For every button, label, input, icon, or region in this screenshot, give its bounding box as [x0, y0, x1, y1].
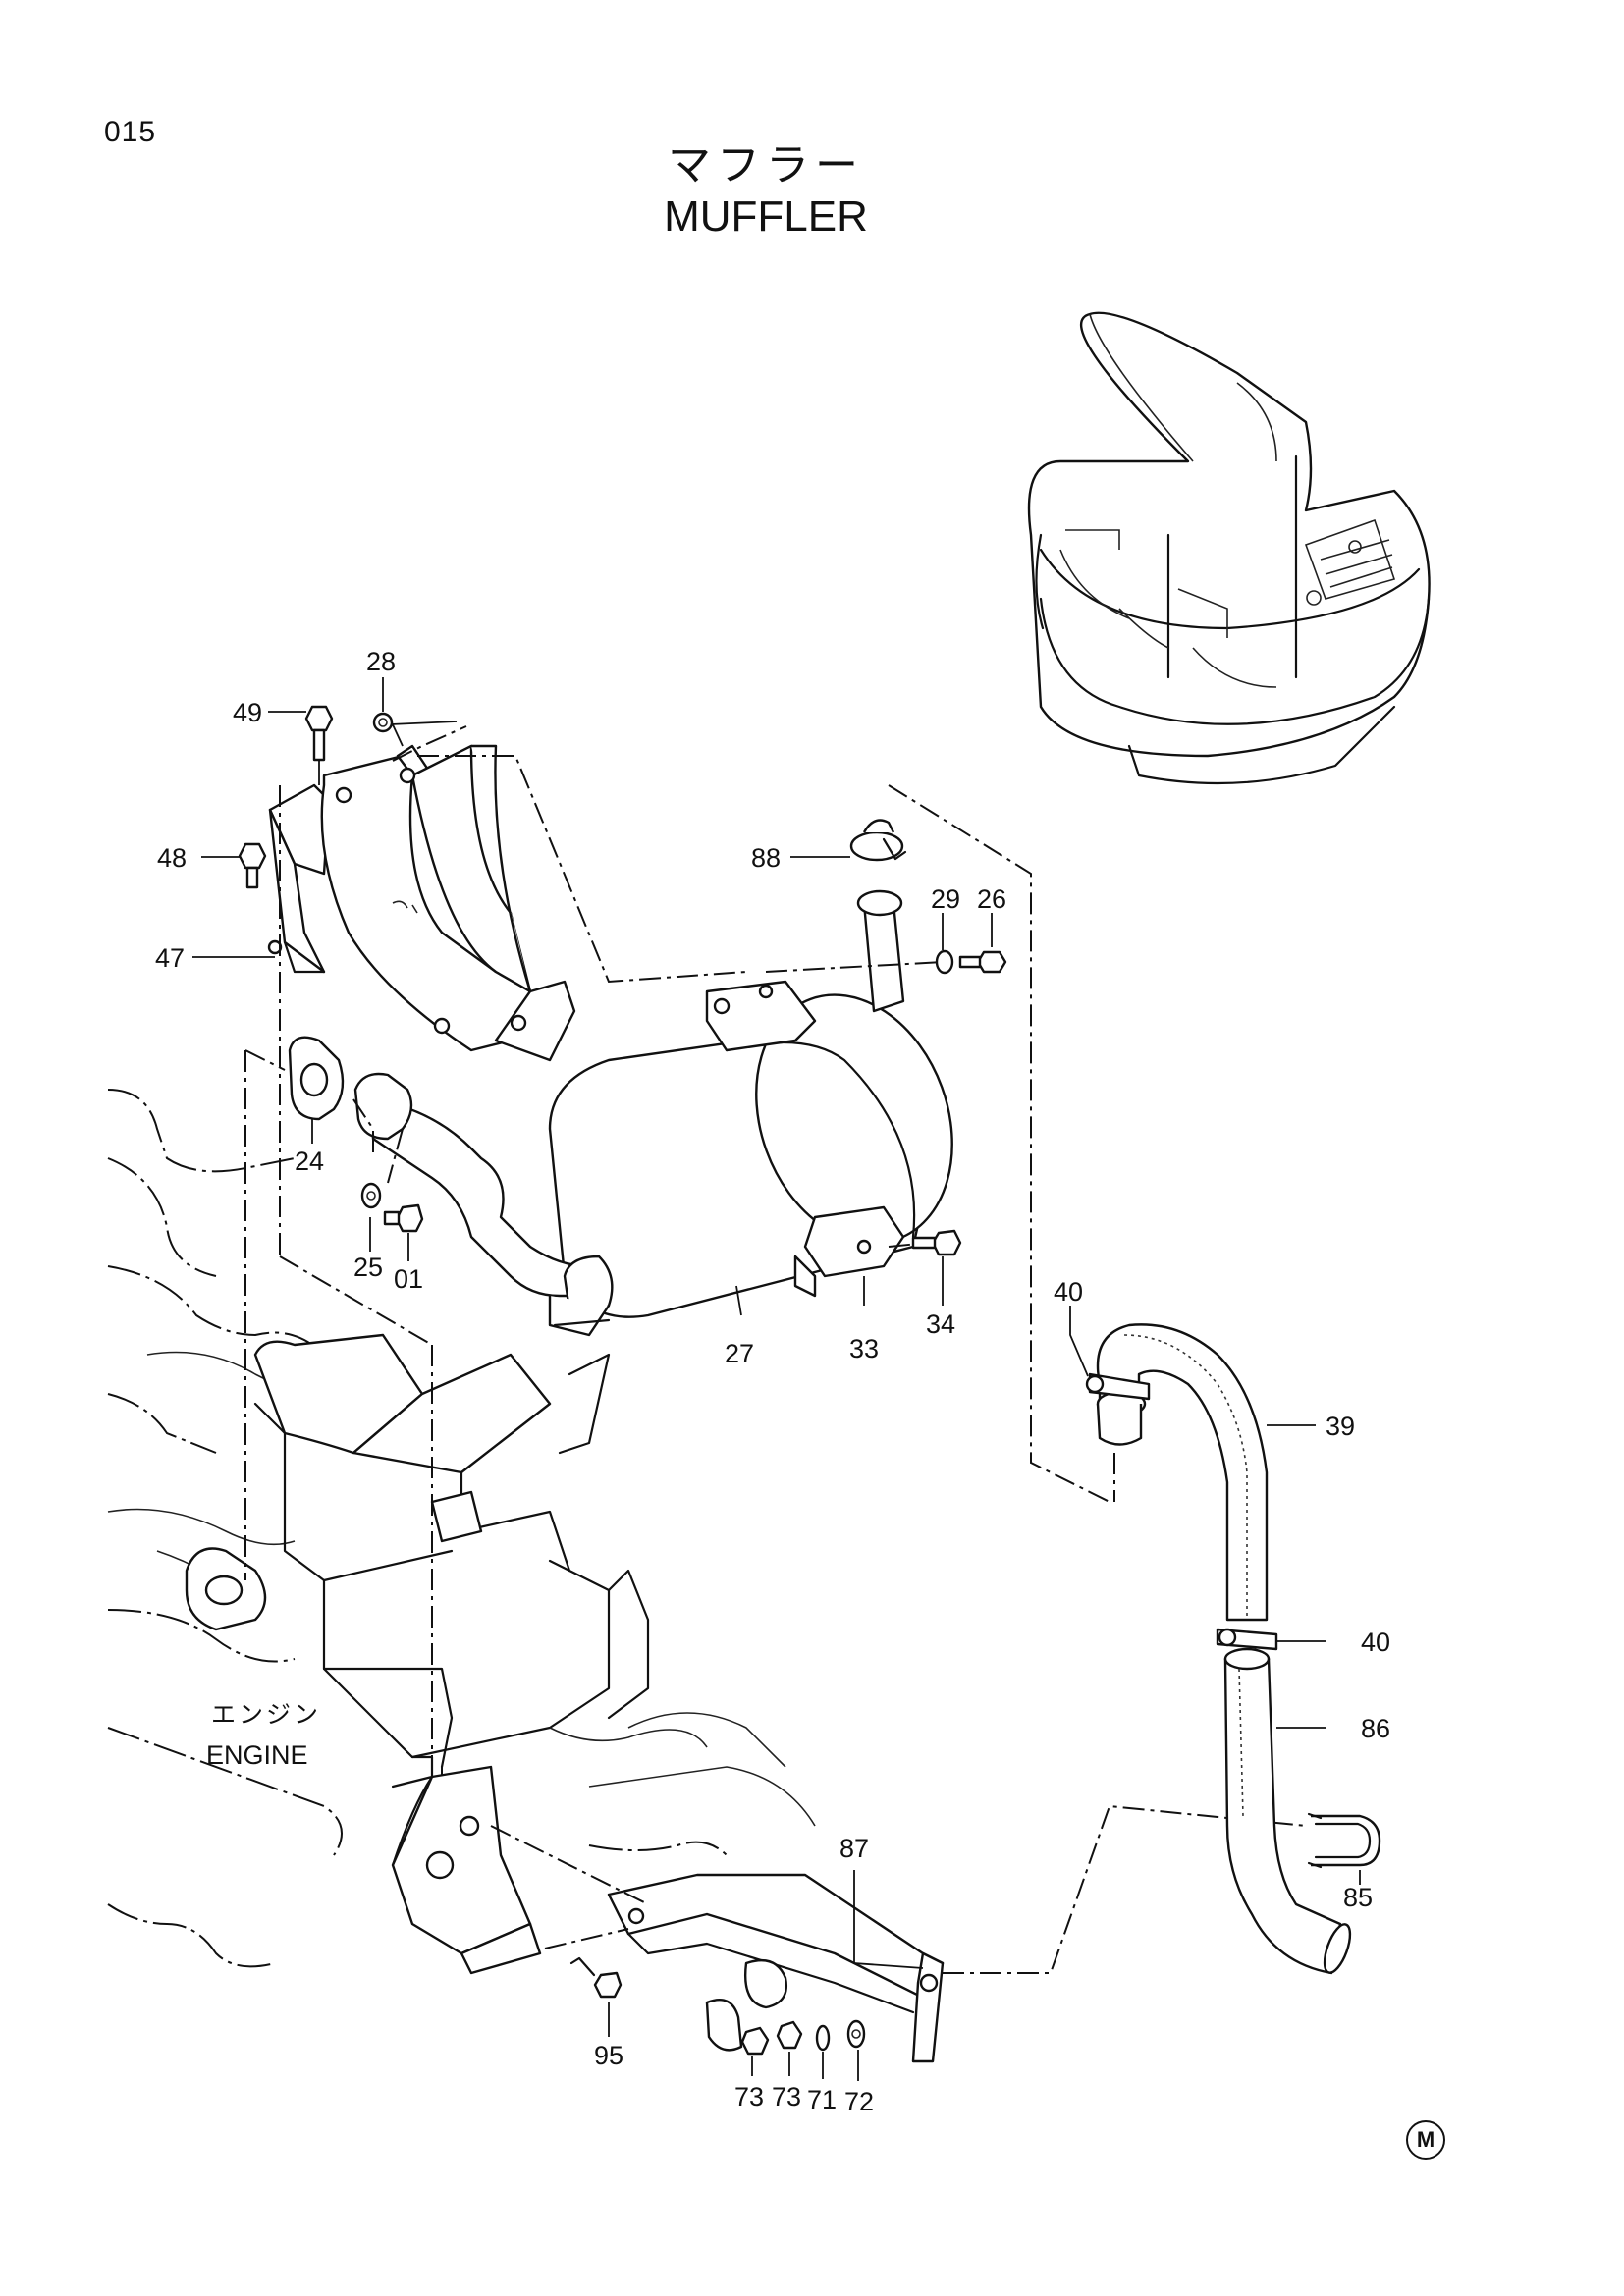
engine-label-japanese: エンジン: [211, 1700, 321, 1729]
callout-24: 24: [295, 1147, 324, 1176]
footer-mark: M: [1406, 2120, 1445, 2160]
callout-40-lower: 40: [1361, 1628, 1390, 1657]
callout-49: 49: [233, 698, 262, 727]
callout-73-right: 73: [772, 2082, 801, 2111]
callout-28: 28: [366, 647, 396, 676]
callout-leaders: [192, 677, 1361, 2081]
callout-95: 95: [594, 2041, 623, 2070]
callout-48: 48: [157, 843, 187, 873]
callout-34: 34: [926, 1309, 955, 1339]
machine-overview-illustration: [1027, 311, 1431, 785]
callout-39: 39: [1326, 1412, 1355, 1441]
page-number: 015: [104, 116, 157, 148]
assembly-guide-lines: [244, 725, 1115, 1580]
title-japanese: マフラー: [668, 140, 864, 190]
callout-71: 71: [807, 2085, 837, 2114]
callout-33: 33: [849, 1334, 879, 1363]
callout-27: 27: [725, 1339, 754, 1368]
callout-85: 85: [1343, 1883, 1373, 1912]
callout-numbers: 28 49 48 47 88 29 26 24 25 01 27 33 34 4…: [155, 647, 1390, 2116]
callout-72: 72: [844, 2087, 874, 2116]
tail-pipe-and-hose: [1085, 1323, 1381, 1975]
engine-label-english: ENGINE: [206, 1740, 308, 1770]
callout-01: 01: [394, 1264, 423, 1294]
engine-label: エンジン ENGINE: [206, 1700, 321, 1770]
callout-40-upper: 40: [1054, 1277, 1083, 1307]
upper-muffler-bracket: [267, 744, 576, 1062]
callout-26: 26: [977, 884, 1006, 914]
fasteners: [238, 705, 1007, 2056]
callout-86: 86: [1361, 1714, 1390, 1743]
callout-88: 88: [751, 843, 781, 873]
gasket-24: [288, 1036, 345, 1121]
muffler-mount-bracket: [391, 1765, 1307, 2063]
callout-29: 29: [931, 884, 960, 914]
callout-73-left: 73: [734, 2082, 764, 2111]
engine-block-illustration: [107, 1089, 816, 1968]
callout-87: 87: [839, 1834, 869, 1863]
callout-25: 25: [353, 1253, 383, 1282]
title-english: MUFFLER: [664, 192, 868, 240]
callout-47: 47: [155, 943, 185, 973]
